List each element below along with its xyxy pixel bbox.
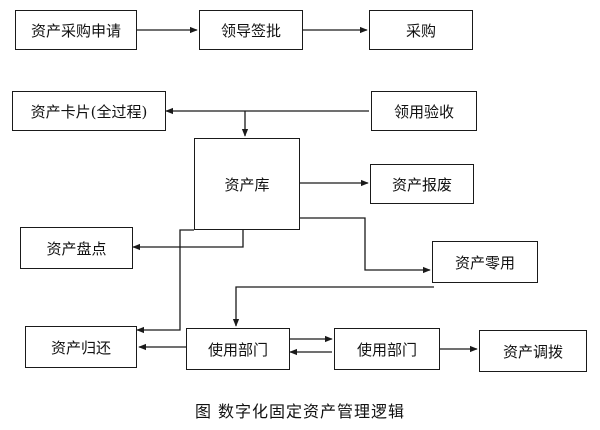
arrow-warehouse-to-inventory	[132, 230, 244, 251]
arrow-warehouse-to-return	[136, 229, 194, 334]
node-purchase: 采购	[369, 10, 473, 50]
node-asset-inventory: 资产盘点	[20, 227, 133, 269]
node-asset-card: 资产卡片(全过程)	[12, 91, 166, 131]
node-asset-transfer: 资产调拨	[479, 330, 587, 372]
node-leader-approval: 领导签批	[199, 10, 303, 50]
arrow-warehouse-to-zero-use	[299, 217, 431, 274]
node-asset-purchase-request: 资产采购申请	[15, 10, 137, 50]
node-using-department-b: 使用部门	[334, 328, 440, 370]
node-receive-acceptance: 领用验收	[371, 91, 477, 131]
node-using-department-a: 使用部门	[186, 328, 290, 370]
node-asset-warehouse: 资产库	[194, 138, 300, 230]
figure-caption: 图 数字化固定资产管理逻辑	[194, 402, 406, 421]
node-asset-zero-use: 资产零用	[432, 241, 538, 283]
arrow-zero-use-to-dept	[232, 286, 434, 327]
node-asset-scrap: 资产报废	[370, 164, 474, 204]
node-asset-return: 资产归还	[25, 326, 137, 368]
